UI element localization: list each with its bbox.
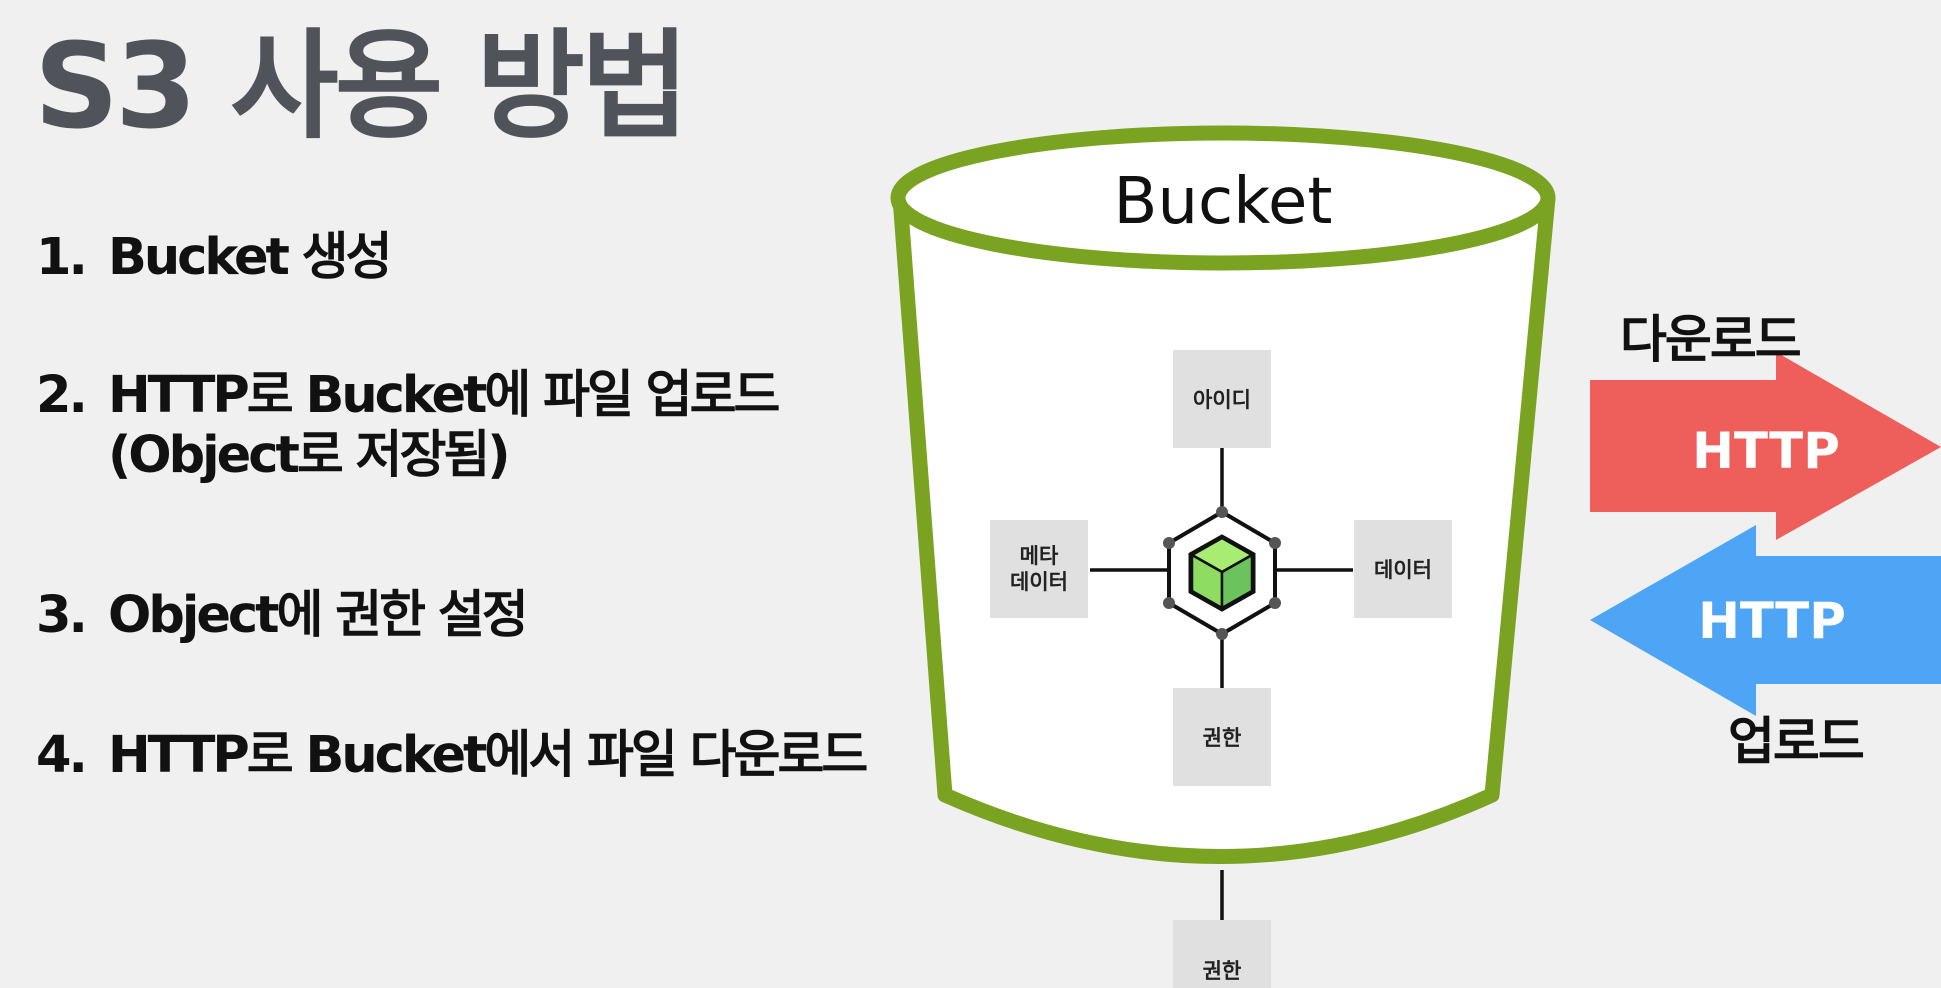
node-id-box <box>1173 350 1271 448</box>
node-data-label: 데이터 <box>1374 558 1432 582</box>
node-metadata-box <box>990 520 1088 618</box>
node-id-label: 아이디 <box>1193 388 1251 412</box>
node-data-box <box>1354 520 1452 618</box>
step-text: Bucket 생성 <box>108 228 393 287</box>
node-metadata-label-line2: 데이터 <box>1010 570 1068 594</box>
bucket-label: Bucket <box>1114 165 1333 239</box>
page-title: S3 사용 방법 <box>34 17 689 155</box>
step-text: HTTP로 Bucket에 파일 업로드 <box>108 366 780 425</box>
step-item-4: 4. HTTP로 Bucket에서 파일 다운로드 <box>36 726 868 786</box>
node-permission-label: 권한 <box>1203 726 1242 750</box>
step-number: 4. <box>36 726 88 785</box>
bucket-rim <box>890 125 1556 271</box>
node-permission-below-label: 권한 <box>1203 959 1242 983</box>
step-item-1: 1. Bucket 생성 <box>36 228 393 288</box>
step-item-2: 2. HTTP로 Bucket에 파일 업로드 (Object로 저장됨) <box>36 366 780 486</box>
step-number: 2. <box>36 366 88 425</box>
step-text: Object에 권한 설정 <box>108 586 529 645</box>
download-label: 다운로드 <box>1620 311 1802 370</box>
step-text-continued: (Object로 저장됨) <box>108 426 511 485</box>
node-metadata-label-line1: 메타 <box>1020 544 1059 568</box>
object-cube-icon <box>1163 506 1281 640</box>
step-number: 1. <box>36 228 88 287</box>
download-arrow-text: HTTP <box>1692 422 1840 480</box>
node-permission-box <box>1173 688 1271 786</box>
step-item-3: 3. Object에 권한 설정 <box>36 586 529 646</box>
upload-arrow-icon <box>1590 525 1941 716</box>
step-text: HTTP로 Bucket에서 파일 다운로드 <box>108 726 868 785</box>
step-number: 3. <box>36 586 88 645</box>
download-arrow-icon <box>1590 352 1941 540</box>
upload-arrow-text: HTTP <box>1698 592 1846 650</box>
upload-label: 업로드 <box>1728 713 1865 772</box>
object-connectors <box>1090 448 1353 920</box>
node-permission-below-box <box>1173 920 1271 988</box>
